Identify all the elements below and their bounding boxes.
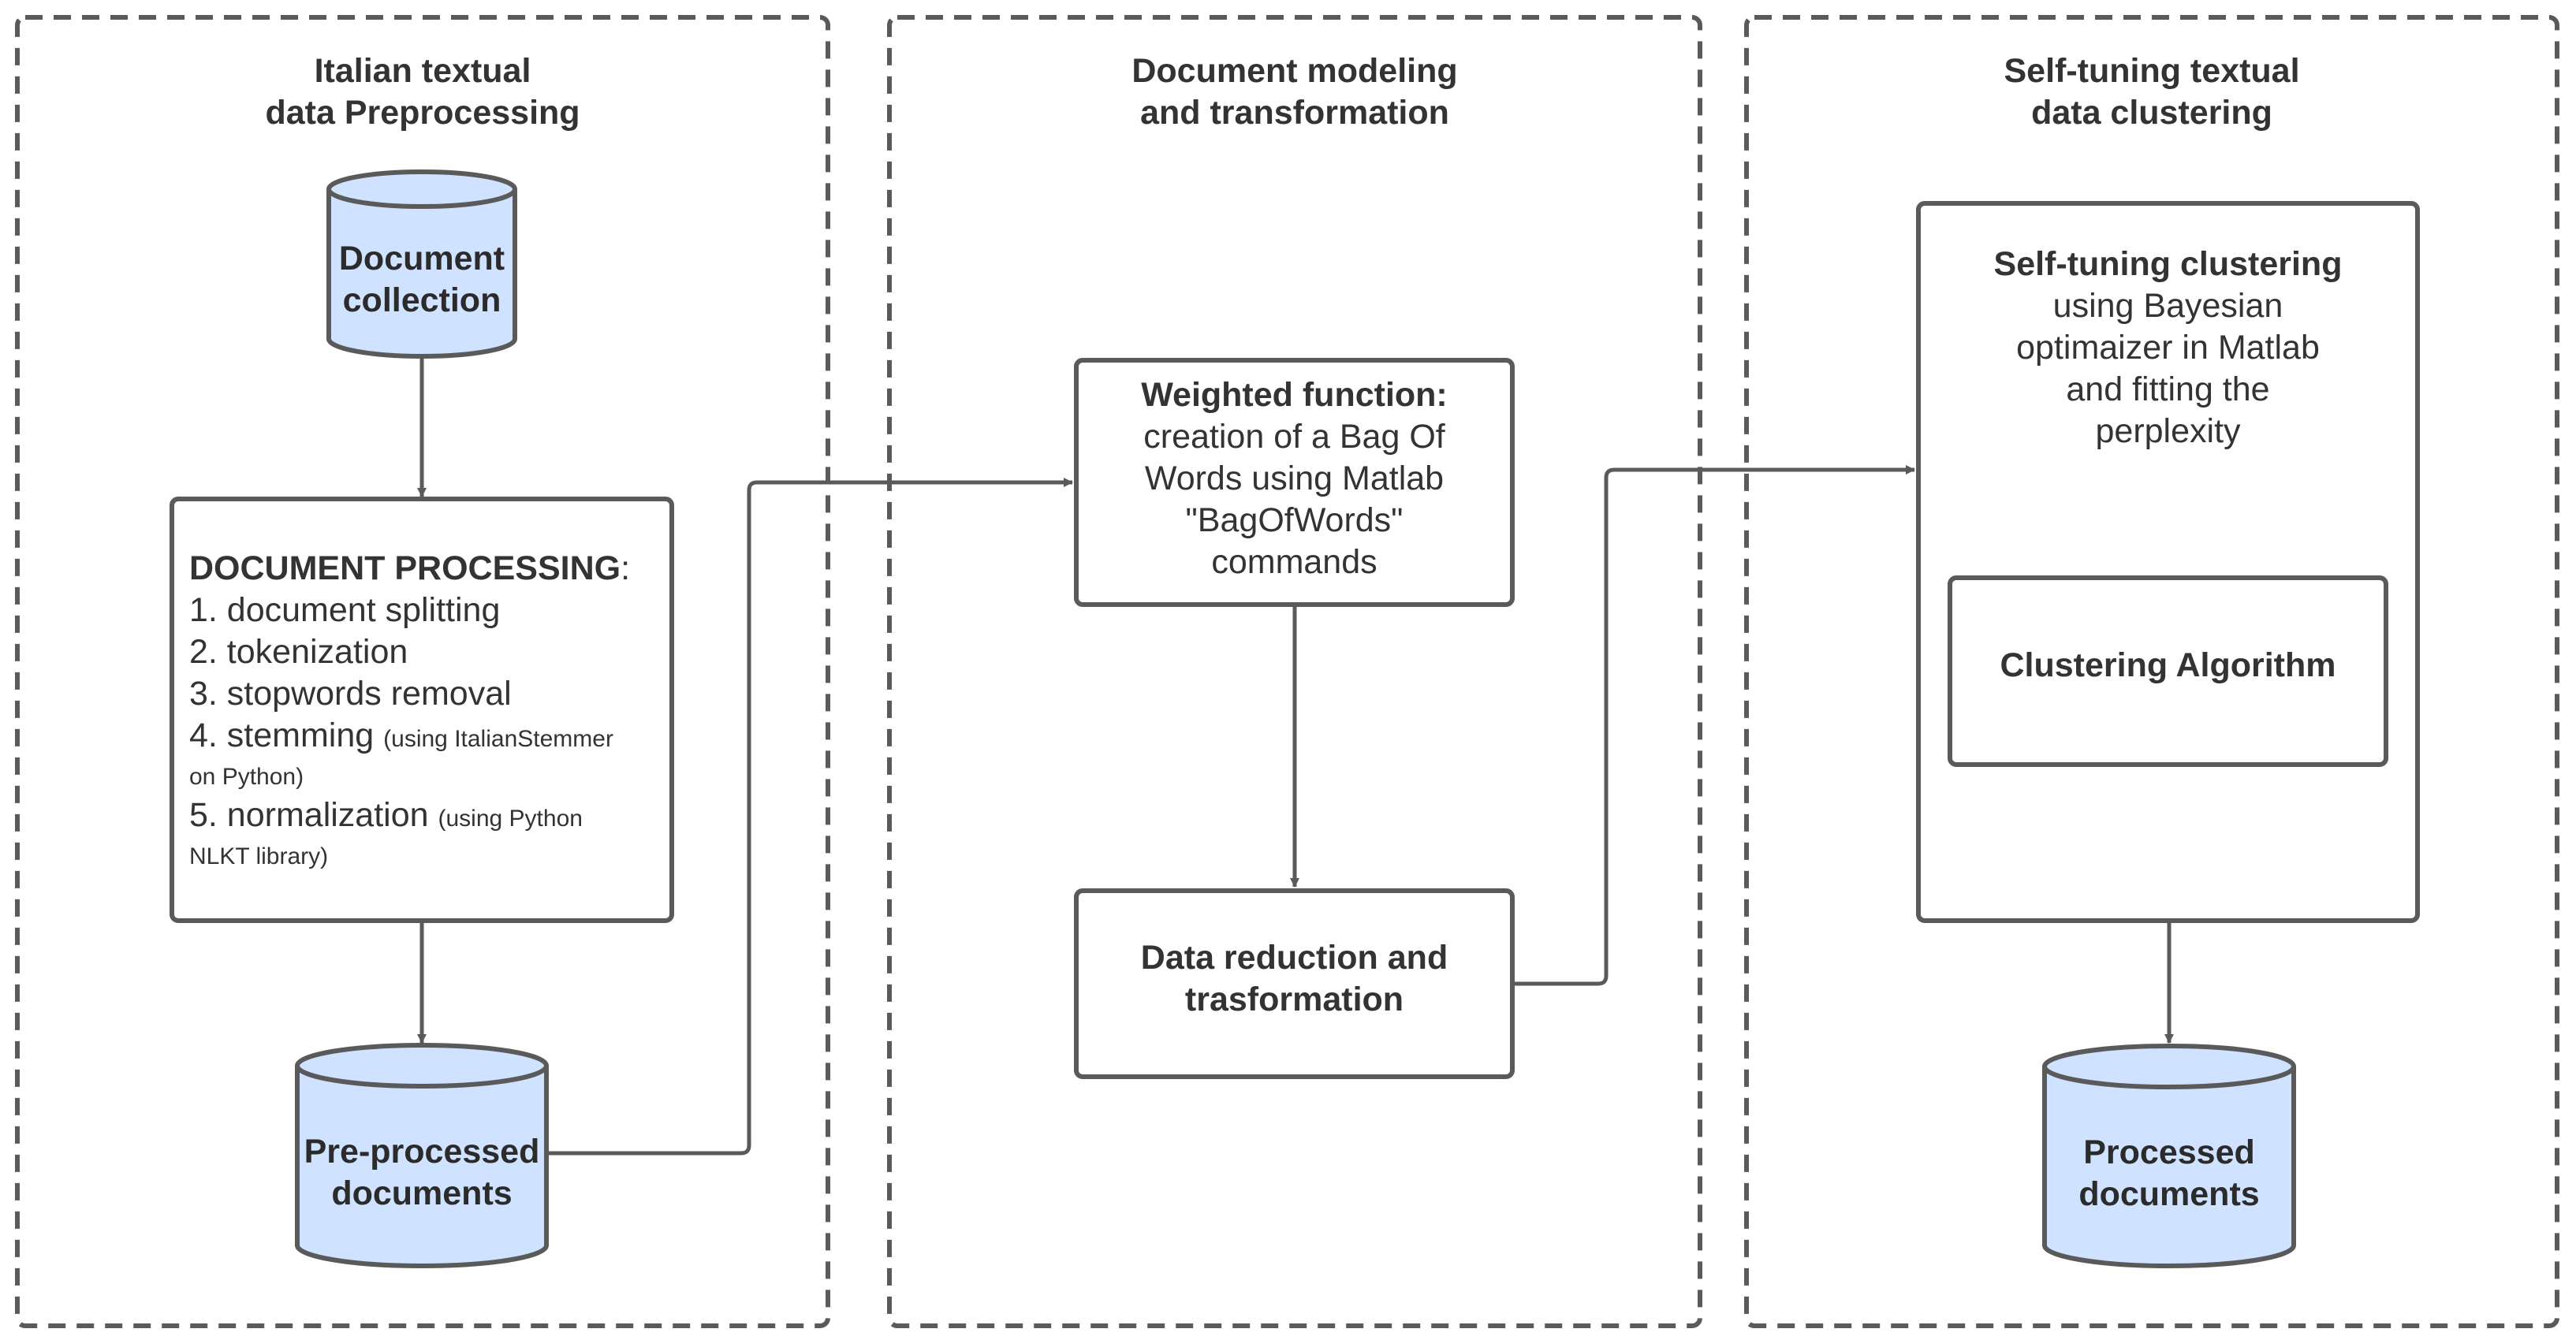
panel-modeling	[887, 15, 1702, 1328]
processing-step-text: 5. normalization	[189, 796, 429, 834]
processing-step-text: 4. stemming	[189, 717, 375, 754]
label-line: Data reduction and	[1140, 939, 1448, 977]
panel-title-line: Italian textual	[314, 52, 531, 90]
cylinder-processed-documents	[2042, 1044, 2296, 1268]
arrow-reduction-to-selftuning	[1512, 465, 1915, 986]
label-line: "BagOfWords"	[1185, 501, 1404, 539]
label-line: collection	[342, 281, 501, 319]
panel-clustering	[1744, 15, 2559, 1328]
data-reduction-label: Data reduction and trasformation	[1076, 937, 1512, 1021]
processed-documents-label: Processed documents	[2035, 1132, 2303, 1215]
box-clustering-algorithm	[1948, 575, 2388, 767]
processing-step-note: (using Python	[438, 806, 583, 832]
processing-step: 1. document splitting	[189, 591, 501, 629]
label-line: using Bayesian	[2052, 287, 2283, 325]
panel-title-clustering: Self-tuning textual data clustering	[1915, 50, 2388, 134]
label-line: Processed	[2083, 1133, 2255, 1171]
label-line: documents	[2078, 1175, 2260, 1213]
processing-step-note: NLKT library)	[189, 843, 329, 869]
processing-heading-text: DOCUMENT PROCESSING	[189, 549, 621, 587]
label-line: optimaizer in Matlab	[2016, 329, 2320, 367]
panel-title-line: data clustering	[2031, 94, 2272, 132]
label-line: trasformation	[1184, 981, 1404, 1018]
panel-title-modeling: Document modeling and transformation	[1058, 50, 1531, 134]
weighted-function-title: Weighted function:	[1141, 376, 1448, 414]
label-line: creation of a Bag Of	[1143, 418, 1445, 456]
label-line: Pre-processed	[304, 1133, 540, 1171]
processing-step-note: on Python)	[189, 764, 304, 790]
label-line: Weighted function:	[1076, 374, 1512, 416]
cylinder-preprocessed-documents	[295, 1043, 549, 1268]
processing-step-note: (using ItalianStemmer	[383, 726, 613, 752]
processing-step: 3. stopwords removal	[189, 675, 512, 713]
label-line: Self-tuning clustering	[1918, 244, 2418, 285]
label-line: Clustering Algorithm	[2000, 646, 2336, 684]
document-collection-label: Document collection	[304, 238, 540, 322]
panel-title-preprocessing: Italian textual data Preprocessing	[186, 50, 659, 134]
processing-heading: DOCUMENT PROCESSING:	[189, 548, 662, 590]
clustering-algorithm-label: Clustering Algorithm	[1950, 645, 2386, 687]
arrow-preprocessed-to-weighted	[546, 478, 1073, 1156]
processing-step: 2. tokenization	[189, 633, 408, 671]
panel-title-line: Document modeling	[1131, 52, 1458, 90]
self-tuning-title: Self-tuning clustering	[1993, 245, 2343, 283]
panel-title-line: Self-tuning textual	[2004, 52, 2300, 90]
label-line: commands	[1211, 543, 1377, 581]
self-tuning-label: Self-tuning clustering using Bayesian op…	[1918, 244, 2418, 452]
label-line: perplexity	[2095, 412, 2241, 450]
processing-step: 5. normalization (using Python	[189, 795, 662, 839]
panel-title-line: and transformation	[1140, 94, 1449, 132]
cylinder-document-collection	[326, 169, 517, 359]
label-line: and fitting the	[2066, 370, 2270, 408]
document-processing-text: DOCUMENT PROCESSING: 1. document splitti…	[189, 548, 662, 874]
label-line: Words using Matlab	[1144, 460, 1445, 497]
label-line: documents	[331, 1174, 513, 1212]
panel-title-line: data Preprocessing	[265, 94, 580, 132]
processing-heading-suffix: :	[621, 549, 631, 587]
preprocessed-documents-label: Pre-processed documents	[288, 1131, 556, 1215]
weighted-function-label: Weighted function: creation of a Bag Of …	[1076, 374, 1512, 583]
label-line: Document	[338, 240, 505, 277]
panel-preprocessing	[15, 15, 830, 1328]
processing-step: 4. stemming (using ItalianStemmer	[189, 715, 662, 760]
